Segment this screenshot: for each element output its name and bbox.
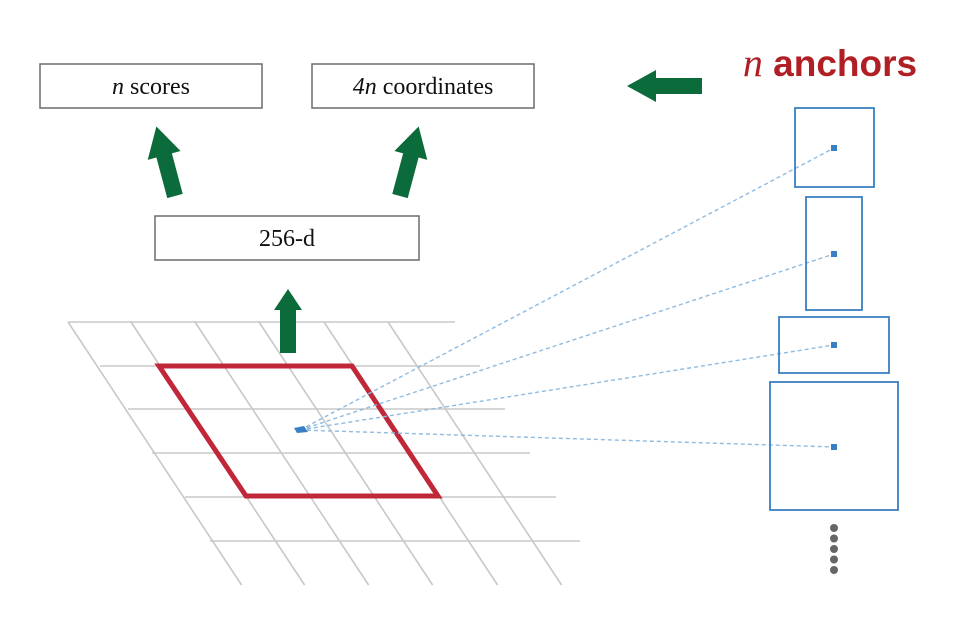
ellipsis-dot — [830, 545, 838, 553]
arrow-from-anchors — [627, 70, 702, 102]
scores-label: n scores — [112, 74, 190, 100]
anchor-connections — [299, 147, 835, 448]
anchor-center — [831, 444, 837, 450]
anchor-box-small — [794, 107, 875, 188]
coordinates-box — [311, 63, 535, 109]
ellipsis-dot — [830, 555, 838, 564]
anchor-box-large — [769, 381, 899, 511]
anchor-center — [831, 145, 837, 151]
anchor-center — [831, 342, 837, 348]
arrow-to-coordinates — [392, 126, 428, 199]
connection-line — [299, 344, 835, 431]
grid-line — [387, 321, 563, 586]
ellipsis-dot — [830, 566, 838, 574]
feature-map-grid — [67, 321, 580, 586]
anchor-box-wide — [778, 316, 890, 374]
ellipsis-dot — [830, 524, 838, 532]
scores-box — [39, 63, 263, 109]
anchor-box-tall — [805, 196, 863, 311]
arrow-up-feature — [274, 289, 302, 353]
arrow-to-scores — [147, 126, 183, 199]
grid-line — [67, 321, 243, 586]
connection-line — [299, 429, 835, 448]
anchors-title: n anchors — [743, 40, 917, 85]
window-center-point — [294, 426, 308, 433]
sliding-window — [154, 363, 443, 499]
connection-line — [299, 253, 835, 431]
feature-box — [154, 215, 420, 261]
connection-line — [299, 147, 835, 431]
feature-label: 256-d — [259, 226, 315, 252]
ellipsis-dot — [830, 534, 838, 543]
coordinates-label: 4n coordinates — [353, 74, 494, 100]
anchor-center — [831, 251, 837, 257]
